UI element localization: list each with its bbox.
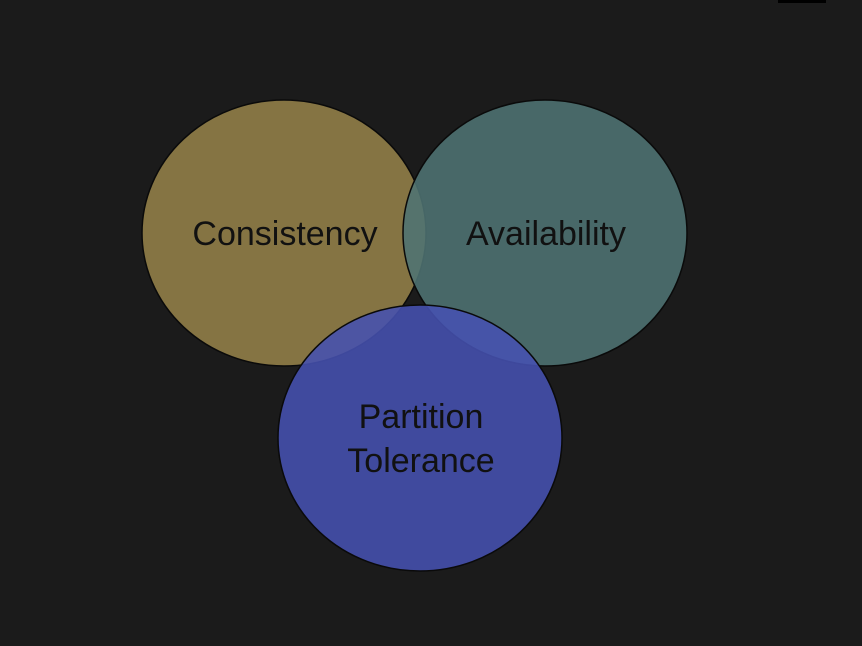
availability-circle xyxy=(402,99,688,367)
tolerance-label: Tolerance xyxy=(347,442,494,480)
consistency-label: Consistency xyxy=(192,215,377,253)
partition-tolerance-circle xyxy=(277,304,563,572)
top-edge-bar xyxy=(778,0,826,3)
partition-label: Partition xyxy=(359,398,484,436)
availability-label: Availability xyxy=(466,215,626,253)
